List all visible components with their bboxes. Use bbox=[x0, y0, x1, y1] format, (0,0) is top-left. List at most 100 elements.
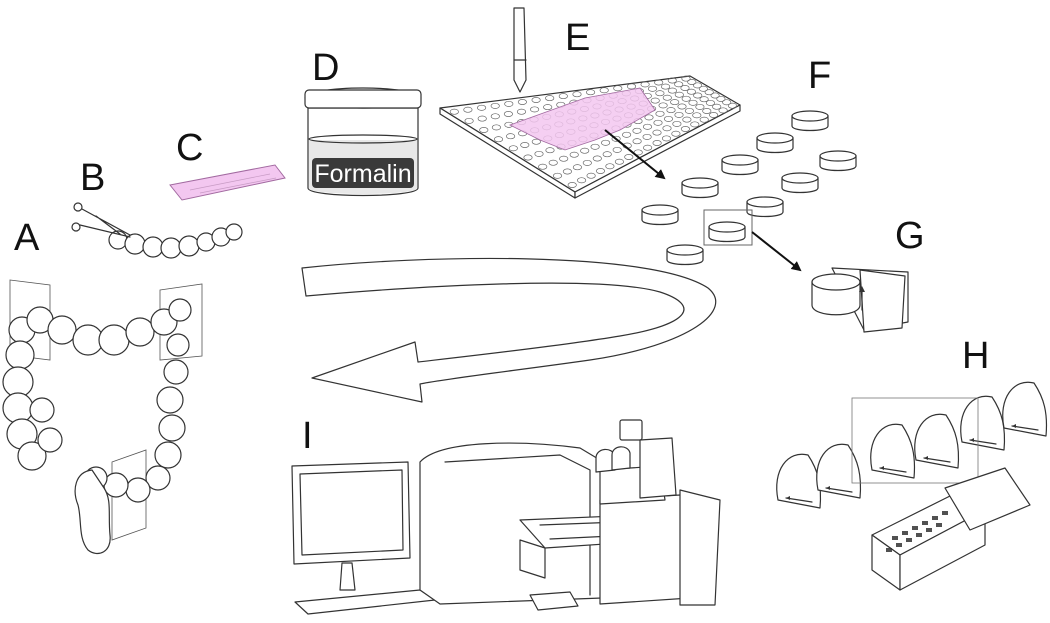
plate-hole bbox=[652, 140, 662, 146]
plate-hole bbox=[558, 93, 568, 100]
tray-slot bbox=[922, 521, 928, 525]
scissors-icon bbox=[71, 202, 131, 238]
plate-hole bbox=[572, 164, 582, 171]
plate-hole bbox=[449, 108, 459, 115]
plate-hole bbox=[709, 112, 719, 118]
plate-hole bbox=[674, 91, 684, 98]
plate-hole bbox=[647, 85, 658, 92]
plate-hole bbox=[490, 113, 500, 120]
plate-hole bbox=[517, 99, 527, 105]
tissue-disc bbox=[708, 221, 746, 243]
plate-hole bbox=[534, 150, 544, 157]
section-slide bbox=[776, 453, 822, 509]
plate-hole bbox=[552, 172, 563, 179]
plate-hole bbox=[662, 125, 672, 132]
plate-hole bbox=[692, 112, 702, 119]
plate-hole bbox=[493, 136, 504, 143]
slide-tray-illustration bbox=[871, 467, 1031, 591]
plate-hole bbox=[680, 85, 690, 91]
workflow-return-arrow bbox=[301, 257, 717, 403]
plate-hole bbox=[479, 127, 489, 133]
tissue-disc bbox=[641, 204, 679, 226]
tray-slot bbox=[936, 523, 942, 527]
plate-hole bbox=[674, 111, 684, 118]
step-label-d: D bbox=[312, 47, 339, 89]
tissue-disc bbox=[819, 150, 857, 172]
plate-hole bbox=[655, 110, 665, 117]
tissue-disc bbox=[746, 196, 784, 218]
plate-hole bbox=[516, 108, 527, 115]
resected-specimen-illustration bbox=[108, 223, 243, 259]
plate-hole bbox=[643, 144, 653, 151]
selected-disc-box bbox=[703, 209, 753, 246]
plate-hole bbox=[592, 155, 602, 162]
plate-hole bbox=[666, 107, 676, 114]
tray-slot bbox=[886, 548, 892, 552]
plate-hole bbox=[702, 108, 712, 114]
plate-hole bbox=[674, 81, 684, 88]
plate-hole bbox=[545, 147, 555, 154]
plate-hole bbox=[632, 127, 642, 134]
tray-slot bbox=[942, 511, 948, 515]
pen-icon bbox=[513, 7, 527, 93]
plate-hole bbox=[602, 151, 612, 158]
tissue-strip-illustration bbox=[169, 164, 286, 201]
plate-hole bbox=[538, 163, 548, 170]
plate-hole bbox=[520, 142, 530, 148]
plate-hole bbox=[686, 88, 696, 95]
plate-hole bbox=[670, 99, 680, 106]
tray-slot bbox=[912, 526, 918, 530]
plate-hole bbox=[531, 97, 541, 103]
plate-hole bbox=[687, 79, 697, 85]
plate-hole bbox=[562, 168, 572, 175]
step-label-c: C bbox=[176, 127, 203, 169]
plate-hole bbox=[661, 83, 671, 90]
step-label-h: H bbox=[962, 335, 989, 377]
plate-hole bbox=[506, 133, 516, 140]
plate-hole bbox=[704, 89, 714, 96]
plate-hole bbox=[543, 104, 553, 111]
plate-hole bbox=[681, 95, 691, 102]
step-label-g: G bbox=[895, 215, 925, 257]
colon-illustration bbox=[2, 279, 203, 555]
plate-hole bbox=[653, 119, 663, 126]
plate-hole bbox=[586, 89, 596, 96]
tray-slot bbox=[932, 516, 938, 520]
plate-hole bbox=[650, 97, 660, 104]
plate-hole bbox=[559, 155, 569, 162]
slide-sections-illustration bbox=[776, 381, 1048, 509]
tissue-disc bbox=[781, 172, 819, 194]
plate-hole bbox=[681, 75, 691, 82]
arrow-plate-to-cassettes bbox=[604, 129, 666, 180]
plate-hole bbox=[531, 138, 541, 145]
perforated-plate-illustration bbox=[439, 75, 741, 199]
plate-hole bbox=[582, 159, 592, 166]
plate-hole bbox=[622, 131, 632, 138]
plate-hole bbox=[545, 95, 555, 102]
plate-hole bbox=[613, 85, 623, 92]
plate-hole bbox=[642, 123, 653, 130]
tray-slot bbox=[926, 528, 932, 532]
plate-hole bbox=[504, 100, 514, 107]
section-slide bbox=[816, 443, 862, 499]
plate-hole bbox=[688, 99, 698, 106]
plate-hole bbox=[642, 133, 652, 140]
plate-hole bbox=[680, 126, 690, 132]
plate-hole bbox=[586, 172, 596, 179]
plate-hole bbox=[569, 151, 579, 158]
plate-hole bbox=[693, 82, 703, 89]
plate-hole bbox=[652, 129, 662, 136]
section-slide bbox=[914, 413, 960, 469]
plate-hole bbox=[677, 103, 687, 110]
plate-hole bbox=[698, 85, 708, 92]
plate-hole bbox=[577, 177, 587, 184]
step-label-f: F bbox=[808, 55, 831, 97]
tray-slot bbox=[892, 536, 898, 540]
plate-hole bbox=[601, 139, 611, 146]
plate-hole bbox=[477, 104, 487, 111]
step-label-a: A bbox=[14, 217, 40, 259]
plate-hole bbox=[464, 117, 474, 124]
plate-hole bbox=[503, 111, 513, 117]
plate-hole bbox=[684, 107, 694, 114]
